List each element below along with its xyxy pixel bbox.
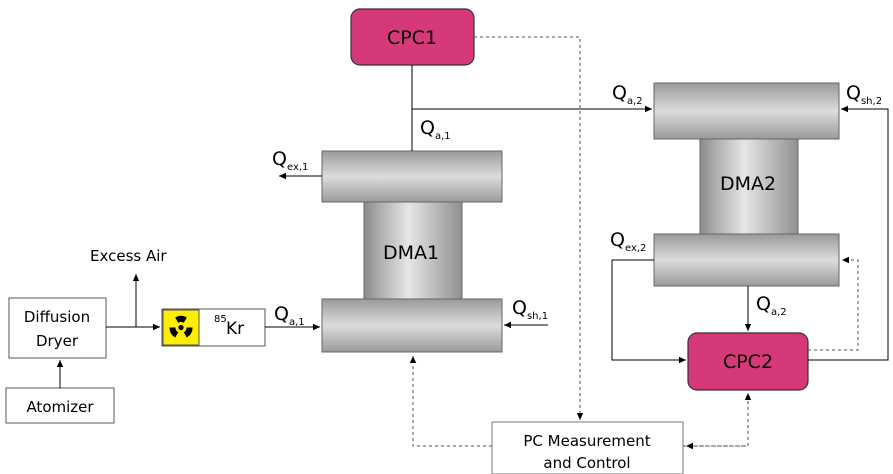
pc-control-label-2: and Control (543, 454, 630, 472)
dma1-body (363, 201, 463, 301)
cpc2-label: CPC2 (723, 351, 773, 373)
kr85-mass-number: 85 (214, 314, 227, 325)
kr85-symbol: Kr (226, 319, 244, 339)
dma2-bottom-flange (653, 233, 840, 287)
cpc1-to-pc-signal (474, 36, 584, 420)
q-a1-top-label: Qa,1 (420, 117, 451, 142)
q-a2-bottom-label: Qa,2 (756, 293, 787, 318)
q-ex1-label: Qex,1 (272, 148, 308, 173)
q-a2-top-label: Qa,2 (612, 82, 643, 107)
pc-control-box (491, 421, 684, 474)
dma2-column: DMA2 (653, 82, 840, 287)
diffusion-dryer-block: Diffusion Dryer (8, 297, 107, 359)
diffusion-dryer-box (8, 297, 107, 359)
dma2-excess-loop-arrow (611, 259, 686, 364)
cpc1-block: CPC1 (350, 8, 475, 66)
dma2-top-flange (653, 82, 840, 140)
pc-to-dma1-control (409, 356, 492, 447)
dma1-bottom-flange (321, 298, 503, 353)
kr85-source: 85 Kr (161, 308, 266, 347)
cpc2-block: CPC2 (687, 332, 809, 391)
pc-control-label-1: PC Measurement (523, 432, 650, 450)
q-sh1-label: Qsh,1 (512, 297, 548, 322)
atomizer-label: Atomizer (26, 398, 94, 416)
dma1-label: DMA1 (383, 242, 439, 264)
dma1-column: DMA1 (321, 150, 503, 353)
control-lines (409, 36, 859, 450)
radiation-icon (169, 315, 193, 338)
cpc2-box (687, 332, 809, 391)
cpc1-label: CPC1 (387, 27, 437, 49)
atomizer-block: Atomizer (5, 387, 115, 424)
cpc2-to-dma2-control (808, 256, 859, 351)
q-ex2-label: Qex,2 (610, 229, 646, 254)
diffusion-dryer-label-2: Dryer (36, 332, 79, 350)
dma2-label: DMA2 (720, 173, 776, 195)
pc-control-block: PC Measurement and Control (491, 421, 684, 474)
excess-air-label: Excess Air (90, 247, 167, 265)
q-sh2-label: Qsh,2 (846, 82, 882, 107)
dma1-top-flange (321, 150, 503, 203)
flow-lines (56, 65, 889, 388)
dma2-body (699, 138, 799, 235)
diffusion-dryer-label-1: Diffusion (24, 308, 90, 326)
q-a1-inlet-label: Qa,1 (274, 303, 305, 328)
dma2-sheath-loop-arrow (808, 105, 889, 361)
